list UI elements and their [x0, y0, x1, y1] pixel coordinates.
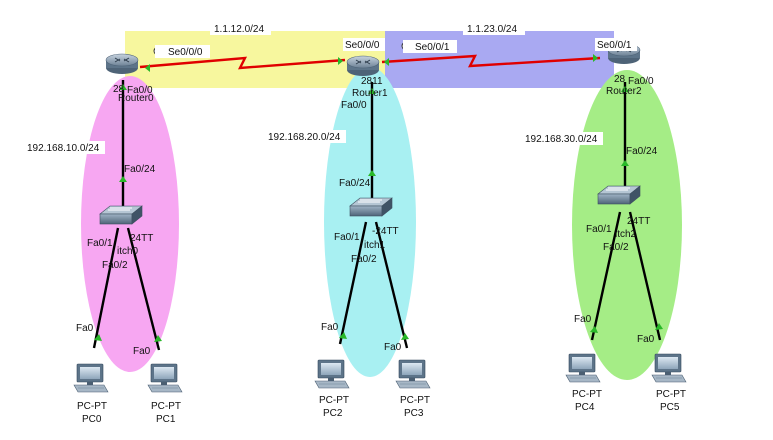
link-switch1-pc2[interactable]	[338, 221, 368, 345]
port-label-pc2: Fa0	[321, 322, 339, 333]
pc5-type: PC-PT	[656, 389, 686, 400]
switch1-name: itch1	[364, 240, 386, 251]
pc2-name: PC2	[323, 408, 343, 419]
port-label-sw1-up: Fa0/24	[339, 178, 371, 189]
network-label-lan0: 192.168.10.0/24	[27, 143, 100, 154]
pc2-type: PC-PT	[319, 395, 349, 406]
port-label-sw0-up: Fa0/24	[124, 164, 156, 175]
router1-name: Router1	[352, 88, 388, 99]
pc1-type: PC-PT	[151, 401, 181, 412]
port-up-icon	[593, 54, 598, 62]
lan-area-router1	[324, 67, 416, 377]
port-label-pc5: Fa0	[637, 334, 655, 345]
port-label-sw0-p1: Fa0/1	[87, 238, 113, 249]
serial-link-router1-router2[interactable]	[381, 54, 601, 68]
port-label-sw0-p2: Fa0/2	[102, 260, 128, 271]
switch1-model: -24TT	[372, 226, 399, 237]
port-label-r0-se: Se0/0/0	[168, 47, 203, 58]
port-up-icon	[145, 64, 150, 72]
switch0[interactable]	[99, 205, 143, 225]
port-up-icon	[368, 88, 376, 94]
network-label-lan2: 192.168.30.0/24	[525, 134, 598, 145]
link-switch0-pc0[interactable]	[92, 227, 120, 349]
link-switch2-pc4[interactable]	[590, 211, 622, 341]
router0-name: Router0	[118, 93, 154, 104]
pc4[interactable]	[565, 353, 601, 383]
port-up-icon	[154, 335, 162, 342]
label-backgrounds	[24, 22, 637, 154]
network-label-wan1: 1.1.12.0/24	[214, 24, 264, 35]
pc4-name: PC4	[575, 402, 595, 413]
router1[interactable]	[346, 55, 380, 77]
port-label-sw2-p2: Fa0/2	[603, 242, 629, 253]
pc0-name: PC0	[82, 414, 102, 425]
pc3[interactable]	[395, 359, 431, 389]
port-up-icon	[339, 332, 347, 339]
switch1[interactable]	[349, 197, 393, 217]
port-label-pc1: Fa0	[133, 346, 151, 357]
network-label-wan2: 1.1.23.0/24	[467, 24, 517, 35]
pc1[interactable]	[147, 363, 183, 393]
port-label-r0-fa: Fa0/0	[127, 85, 153, 96]
switch0-model: 24TT	[130, 233, 153, 244]
switch2[interactable]	[597, 185, 641, 205]
port-up-icon	[119, 84, 127, 90]
router1-model: 2811	[361, 76, 383, 87]
port-up-icon	[590, 326, 598, 333]
port-up-icon	[621, 86, 629, 92]
port-up-icon	[621, 160, 629, 166]
port-up-icon	[401, 333, 409, 340]
port-label-r1-se-right: Se0/0/1	[415, 42, 450, 53]
port-up-icon	[94, 334, 102, 341]
link-switch0-pc1[interactable]	[126, 227, 161, 351]
port-label-pc0: Fa0	[76, 323, 94, 334]
port-label-sw1-p2: Fa0/2	[351, 254, 377, 265]
network-label-lan1: 192.168.20.0/24	[268, 132, 341, 143]
router0[interactable]	[105, 53, 139, 75]
router2-model: 28	[614, 74, 626, 85]
pc3-type: PC-PT	[400, 395, 430, 406]
switch2-name: itch2	[615, 229, 637, 240]
ethernet-links	[92, 80, 662, 351]
port-status-indicators	[94, 54, 663, 342]
pc4-type: PC-PT	[572, 389, 602, 400]
port-label-pc4: Fa0	[574, 314, 592, 325]
port-up-icon	[655, 323, 663, 330]
pc5-name: PC5	[660, 402, 680, 413]
port-label-sw1-p1: Fa0/1	[334, 232, 360, 243]
pc0-type: PC-PT	[77, 401, 107, 412]
port-up-icon	[338, 57, 343, 65]
port-label-r1-se-left: Se0/0/0	[345, 40, 380, 51]
router0-model: 28	[113, 84, 125, 95]
port-label-r2-fa: Fa0/0	[628, 76, 654, 87]
link-switch1-pc3[interactable]	[374, 221, 409, 349]
port-label-pc3: Fa0	[384, 342, 402, 353]
pc5[interactable]	[651, 353, 687, 383]
port-label-sw2-up: Fa0/24	[626, 146, 658, 157]
port-up-icon	[368, 170, 376, 176]
serial-link-router0-router1[interactable]	[139, 56, 346, 70]
router2-name: Router2	[606, 86, 642, 97]
port-up-icon	[119, 176, 127, 182]
pc2[interactable]	[314, 359, 350, 389]
pc0[interactable]	[73, 363, 109, 393]
pc1-name: PC1	[156, 414, 176, 425]
pc3-name: PC3	[404, 408, 424, 419]
link-switch2-pc5[interactable]	[628, 211, 662, 341]
switch2-model: 24TT	[627, 216, 650, 227]
port-label-r1-fa: Fa0/0	[341, 100, 367, 111]
port-up-icon	[384, 58, 389, 66]
switch0-name: itch0	[117, 246, 139, 257]
port-label-r2-se: Se0/0/1	[597, 40, 632, 51]
port-label-sw2-p1: Fa0/1	[586, 224, 612, 235]
